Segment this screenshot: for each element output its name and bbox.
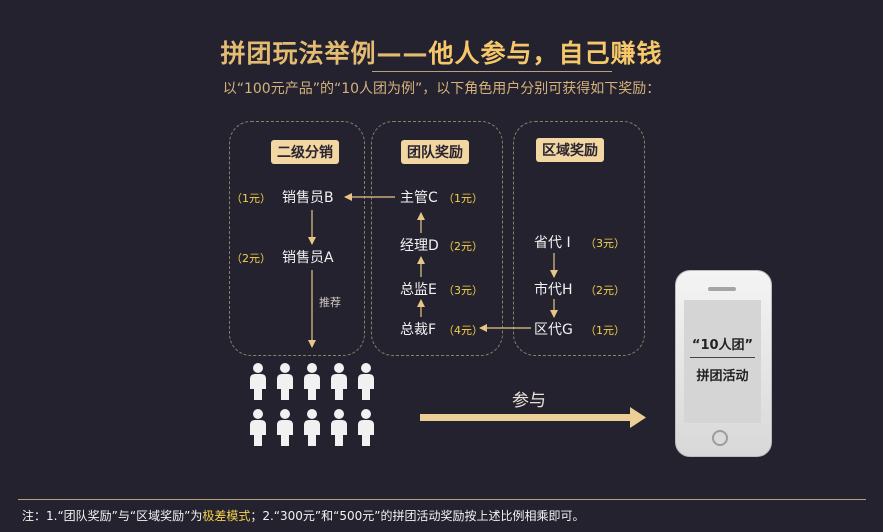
note-prefix: 注：1.“团队奖励”与“区域奖励”为	[22, 509, 203, 523]
person-icon	[304, 409, 320, 446]
amount-district-g: （1元）	[585, 324, 625, 337]
header-team-reward: 团队奖励	[401, 140, 469, 164]
page-title: 拼团玩法举例——他人参与，自己赚钱	[0, 34, 883, 70]
person-icon	[358, 363, 374, 400]
note-separator	[18, 499, 866, 500]
amount-president-f: （4元）	[443, 324, 483, 337]
join-label: 参与	[512, 391, 546, 411]
amount-director-e: （3元）	[443, 284, 483, 297]
amount-manager-d: （2元）	[443, 240, 483, 253]
node-salesperson-a: 销售员A	[282, 250, 334, 266]
title-part2: 他人参与，自己赚钱	[428, 39, 663, 68]
person-icon	[277, 363, 293, 400]
amount-city-h: （2元）	[585, 284, 625, 297]
node-salesperson-b: 销售员B	[282, 190, 334, 206]
header-region-reward: 区域奖励	[536, 138, 604, 162]
amount-salesperson-a: （2元）	[231, 252, 271, 265]
person-icon	[358, 409, 374, 446]
join-arrow-shaft	[420, 414, 632, 421]
node-president-f: 总裁F	[400, 322, 437, 338]
phone-home-button	[712, 430, 728, 446]
panel-team-reward	[371, 121, 503, 356]
note-suffix: ；2.“300元”和“500元”的拼团活动奖励按上述比例相乘即可。	[250, 509, 585, 523]
person-icon	[331, 409, 347, 446]
footnote: 注：1.“团队奖励”与“区域奖励”为极差模式；2.“300元”和“500元”的拼…	[22, 507, 584, 524]
people-group	[250, 363, 374, 446]
phone-label-divider	[690, 357, 755, 358]
join-arrow-head	[630, 407, 646, 428]
subtitle: 以“100元产品”的“10人团为例”，以下角色用户分别可获得如下奖励：	[222, 81, 661, 97]
push-label: 推荐	[319, 296, 341, 309]
phone-label-team: “10人团”	[691, 338, 754, 353]
panel-secondary-distribution	[229, 121, 365, 356]
title-part1: 拼团玩法举例——	[220, 39, 429, 68]
node-province-i: 省代 I	[534, 235, 571, 251]
amount-province-i: （3元）	[585, 237, 625, 250]
phone-earpiece	[708, 287, 736, 291]
node-director-e: 总监E	[400, 282, 437, 298]
person-icon	[331, 363, 347, 400]
person-icon	[250, 363, 266, 400]
phone-label-activity: 拼团活动	[696, 369, 749, 384]
amount-supervisor-c: （1元）	[443, 192, 483, 205]
note-highlight: 极差模式	[202, 509, 251, 523]
header-secondary-distribution: 二级分销	[271, 140, 339, 164]
person-icon	[277, 409, 293, 446]
person-icon	[304, 363, 320, 400]
amount-salesperson-b: （1元）	[231, 192, 271, 205]
node-manager-d: 经理D	[400, 238, 439, 254]
title-underline	[372, 71, 612, 72]
person-icon	[250, 409, 266, 446]
node-supervisor-c: 主管C	[400, 190, 438, 206]
node-district-g: 区代G	[534, 322, 573, 338]
node-city-h: 市代H	[534, 282, 573, 298]
panel-region-reward	[513, 121, 645, 356]
phone-screen	[684, 300, 761, 423]
